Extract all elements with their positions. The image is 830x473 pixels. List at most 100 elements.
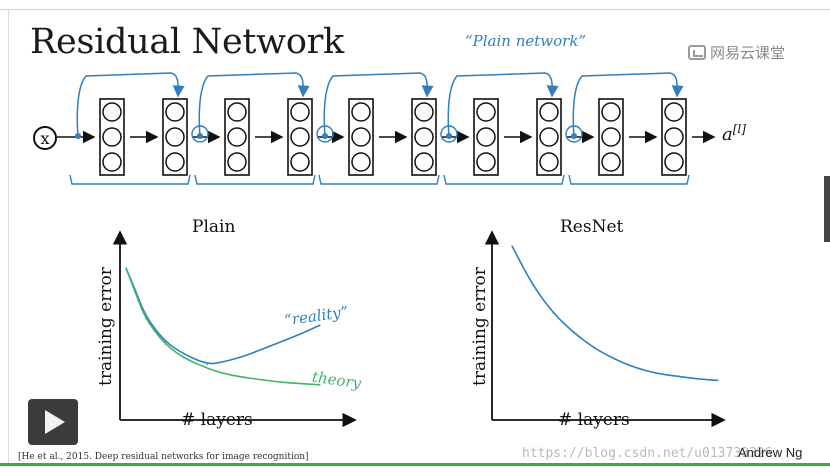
- data-point: [280, 341, 282, 343]
- output-superscript: [l]: [732, 122, 746, 136]
- data-point: [261, 379, 263, 381]
- input-label: x: [40, 128, 50, 148]
- data-point: [280, 381, 282, 383]
- left-border: [8, 9, 9, 467]
- neuron: [351, 102, 371, 122]
- resnet-xlabel: # layers: [558, 410, 630, 430]
- data-point: [573, 332, 575, 334]
- skip-connection-node: [191, 125, 209, 143]
- data-point: [164, 343, 166, 345]
- residual-block-bracket: [568, 174, 690, 185]
- data-point: [135, 292, 137, 294]
- skip-connection: [198, 72, 310, 137]
- top-border: [0, 9, 830, 10]
- neuron: [601, 127, 621, 147]
- data-point: [614, 358, 616, 360]
- neuron: [290, 152, 310, 172]
- neuron: [414, 152, 434, 172]
- slide-title: Residual Network: [30, 22, 344, 62]
- diagram-layers: [57, 72, 716, 185]
- skip-connection-node: [440, 125, 458, 143]
- neuron: [102, 102, 122, 122]
- plain-ylabel: training error: [96, 267, 116, 386]
- plain-network-annotation: “Plain network”: [465, 32, 587, 50]
- resnet-chart: [484, 230, 726, 428]
- data-point: [206, 367, 209, 369]
- neuron: [539, 127, 559, 147]
- skip-connection-point: [446, 133, 452, 139]
- neuron: [414, 102, 434, 122]
- residual-block-bracket: [69, 174, 191, 185]
- neuron: [476, 152, 496, 172]
- data-point: [241, 356, 243, 358]
- data-point: [552, 312, 554, 314]
- skip-connection-point: [571, 133, 577, 139]
- plain-xlabel: # layers: [181, 410, 253, 430]
- resnet-ylabel: training error: [470, 267, 490, 386]
- data-point: [144, 318, 146, 320]
- neuron: [351, 152, 371, 172]
- residual-block-bracket: [194, 174, 316, 185]
- input-node: x: [33, 126, 57, 150]
- neuron: [351, 127, 371, 147]
- neuron: [227, 102, 247, 122]
- layer-box: [224, 98, 250, 176]
- neuron: [664, 152, 684, 172]
- neuron: [165, 127, 185, 147]
- neuron: [290, 127, 310, 147]
- skip-connection-point: [197, 133, 203, 139]
- series-line: [511, 245, 719, 382]
- layer-box: [162, 98, 188, 176]
- data-point: [241, 376, 243, 378]
- layer-box: [661, 98, 687, 176]
- neuron: [539, 102, 559, 122]
- layer-box: [598, 98, 624, 176]
- skip-connection: [76, 72, 185, 137]
- data-point: [676, 375, 678, 377]
- data-point: [319, 384, 321, 386]
- play-button[interactable]: [28, 399, 78, 445]
- residual-block-bracket: [318, 174, 440, 185]
- neuron: [227, 127, 247, 147]
- output-label: a: [722, 124, 733, 145]
- skip-connection: [323, 72, 434, 137]
- skip-connection: [447, 72, 559, 137]
- data-point: [300, 333, 302, 335]
- layer-box: [348, 98, 374, 176]
- data-point: [206, 363, 209, 366]
- layer-box: [411, 98, 437, 176]
- neuron: [601, 152, 621, 172]
- layer-box: [473, 98, 499, 176]
- output-node: a[l]: [722, 122, 746, 145]
- data-point: [125, 267, 127, 269]
- blog-url-watermark: https://blog.csdn.net/u013733326: [522, 446, 773, 461]
- data-point: [222, 372, 224, 374]
- neuron: [414, 127, 434, 147]
- neuron: [601, 102, 621, 122]
- data-point: [655, 372, 657, 374]
- neuron: [165, 152, 185, 172]
- data-point: [635, 367, 637, 369]
- residual-block-bracket: [443, 174, 565, 185]
- neuron: [664, 102, 684, 122]
- data-point: [717, 379, 719, 381]
- series-line: [125, 267, 321, 365]
- layer-box: [99, 98, 125, 176]
- plain-chart-title: Plain: [192, 217, 236, 237]
- watermark-logo-icon: [688, 45, 706, 60]
- neuron: [227, 152, 247, 172]
- data-point: [183, 353, 185, 355]
- plain-chart: [112, 230, 357, 428]
- watermark: 网易云课堂: [688, 42, 785, 63]
- author-credit: Andrew Ng: [738, 445, 803, 460]
- data-point: [319, 324, 321, 326]
- neuron: [476, 127, 496, 147]
- video-progress-bar[interactable]: [0, 463, 830, 466]
- neuron: [664, 127, 684, 147]
- citation: [He et al., 2015. Deep residual networks…: [18, 452, 309, 462]
- neuron: [102, 127, 122, 147]
- skip-connection-point: [75, 133, 81, 139]
- scrollbar-thumb[interactable]: [824, 176, 830, 242]
- neuron: [102, 152, 122, 172]
